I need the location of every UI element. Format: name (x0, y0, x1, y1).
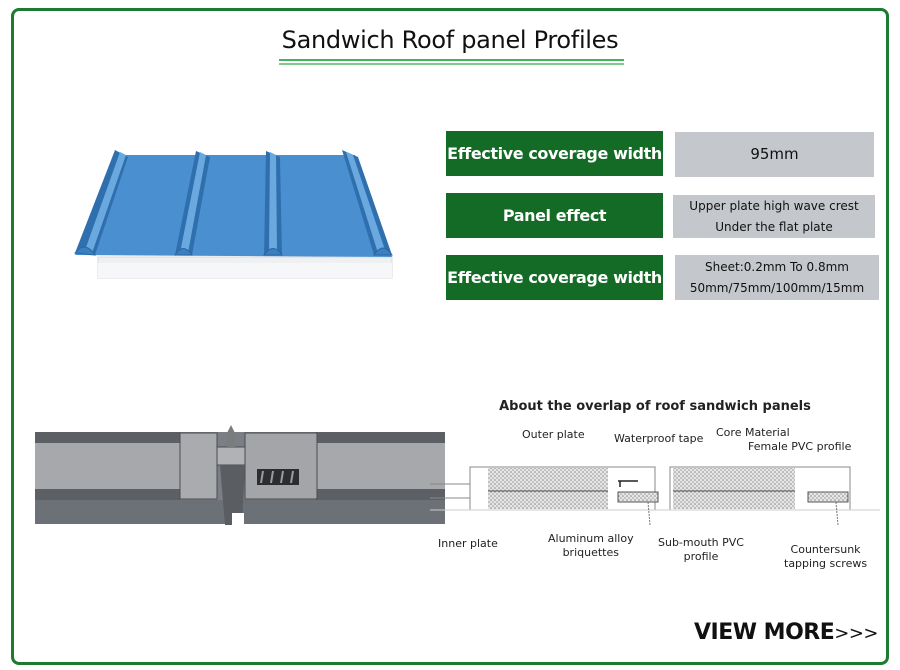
title-underline-2 (279, 63, 624, 65)
spec-value-coverage-width: 95mm (675, 132, 874, 177)
panel-joint-image (35, 425, 445, 525)
label-female-pvc-profile: Female PVC profile (748, 440, 852, 453)
spec-value-line: 50mm/75mm/100mm/15mm (689, 280, 865, 295)
overlap-diagram-drawing (430, 466, 880, 526)
label-line: Sub-mouth PVC (658, 536, 744, 549)
roof-panel-image (74, 150, 393, 279)
label-inner-plate: Inner plate (438, 537, 498, 550)
title-underline (279, 59, 624, 61)
spec-value-thickness: Sheet:0.2mm To 0.8mm 50mm/75mm/100mm/15m… (675, 255, 879, 300)
label-line: Countersunk (790, 543, 861, 556)
spec-value-line: Under the flat plate (715, 219, 833, 234)
label-outer-plate: Outer plate (522, 428, 585, 441)
spec-value-line: Upper plate high wave crest (689, 198, 859, 213)
label-waterproof-tape: Waterproof tape (614, 432, 704, 445)
chevrons-right-icon: >>> (834, 623, 878, 644)
label-line: profile (683, 550, 719, 563)
diagram-title: About the overlap of roof sandwich panel… (499, 399, 811, 414)
spec-value-panel-effect: Upper plate high wave crest Under the fl… (673, 195, 875, 238)
spec-label-coverage-width-2: Effective coverage width (446, 255, 663, 300)
label-line: briquettes (562, 546, 619, 559)
overlap-diagram: About the overlap of roof sandwich panel… (430, 395, 880, 575)
label-aluminum-alloy-briquettes: Aluminum alloy briquettes (548, 532, 634, 560)
page-frame (11, 8, 889, 665)
label-core-material: Core Material (716, 426, 790, 439)
spec-label-coverage-width: Effective coverage width (446, 131, 663, 176)
label-line: tapping screws (784, 557, 868, 570)
spec-value-line: 95mm (750, 145, 799, 163)
view-more-link[interactable]: VIEW MORE>>> (694, 620, 878, 645)
spec-label-panel-effect: Panel effect (446, 193, 663, 238)
spec-value-line: Sheet:0.2mm To 0.8mm (705, 259, 849, 274)
label-countersunk-tapping-screws: Countersunk tapping screws (784, 543, 867, 571)
page-title: Sandwich Roof panel Profiles (281, 26, 619, 54)
view-more-label: VIEW MORE (694, 620, 835, 645)
label-sub-mouth-pvc-profile: Sub-mouth PVC profile (658, 536, 744, 564)
label-line: Aluminum alloy (548, 532, 634, 545)
